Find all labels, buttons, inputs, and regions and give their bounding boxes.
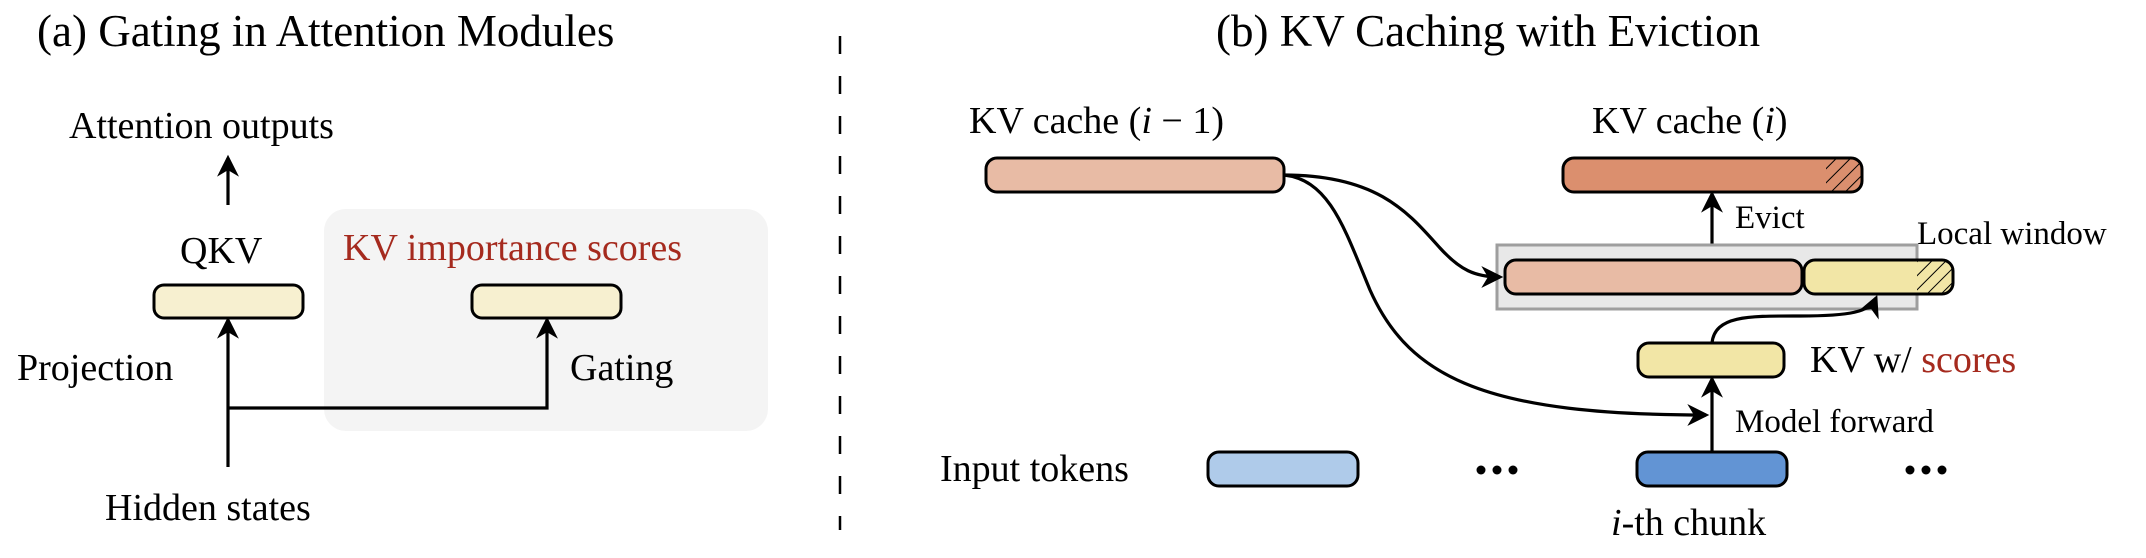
arrow-prev-cache-to-merged <box>1283 173 1504 288</box>
chunk-label: i-th chunk <box>1611 502 1766 544</box>
input-token-box <box>1206 450 1360 488</box>
model-forward-label: Model forward <box>1735 404 1934 440</box>
attention-outputs-label: Attention outputs <box>69 105 334 147</box>
kv-cache-prev-box <box>984 156 1286 194</box>
panel-b: (b) KV Caching with Eviction KV cache (i… <box>940 6 2107 544</box>
kv-cache-prev-rest: − 1) <box>1152 100 1224 142</box>
panel-b-title: (b) KV Caching with Eviction <box>1216 6 1760 56</box>
panel-a: (a) Gating in Attention Modules Attentio… <box>17 6 768 529</box>
hidden-states-label: Hidden states <box>105 487 311 529</box>
gating-score-box <box>470 283 623 320</box>
ellipsis-1 <box>1476 465 1518 475</box>
chunk-var: i <box>1611 502 1622 544</box>
kv-cache-curr-box <box>1563 158 1862 192</box>
kv-cache-curr-rest: ) <box>1775 100 1788 142</box>
kv-cache-prev-label: KV cache (i − 1) <box>969 100 1224 142</box>
kv-with-text: KV w/ <box>1810 339 1921 381</box>
local-window-label: Local window <box>1917 216 2107 252</box>
merged-prev-cache-box <box>1503 258 1804 296</box>
kv-cache-prev-var: i <box>1141 100 1152 142</box>
arrow-hidden-to-gating <box>228 316 558 410</box>
ellipsis-2 <box>1905 465 1947 475</box>
kv-cache-curr-hatch <box>1826 158 1862 192</box>
gating-label: Gating <box>570 347 673 389</box>
qkv-label: QKV <box>180 230 263 272</box>
chunk-box <box>1635 450 1789 488</box>
arrow-prev-cache-to-forward <box>1283 173 1710 426</box>
kv-cache-curr-text: KV cache ( <box>1592 100 1764 142</box>
merged-new-kv-box <box>1804 260 1953 294</box>
projection-label: Projection <box>17 347 173 389</box>
local-window-hatch <box>1917 260 1953 294</box>
scores-text: scores <box>1921 339 2016 381</box>
kv-importance-scores-label: KV importance scores <box>343 227 682 269</box>
input-tokens-label: Input tokens <box>940 448 1129 490</box>
arrow-scores-to-window <box>1710 294 1879 344</box>
kv-with-scores-box <box>1636 341 1786 379</box>
qkv-box <box>152 283 305 320</box>
kv-cache-prev-text: KV cache ( <box>969 100 1141 142</box>
panel-a-title: (a) Gating in Attention Modules <box>37 6 614 56</box>
kv-cache-curr-label: KV cache (i) <box>1592 100 1788 142</box>
evict-label: Evict <box>1735 200 1805 236</box>
kv-cache-curr-var: i <box>1764 100 1775 142</box>
merged-new-kv-outline <box>1802 258 1955 296</box>
chunk-rest: -th chunk <box>1622 502 1767 544</box>
kv-with-scores-label: KV w/ scores <box>1810 339 2016 381</box>
